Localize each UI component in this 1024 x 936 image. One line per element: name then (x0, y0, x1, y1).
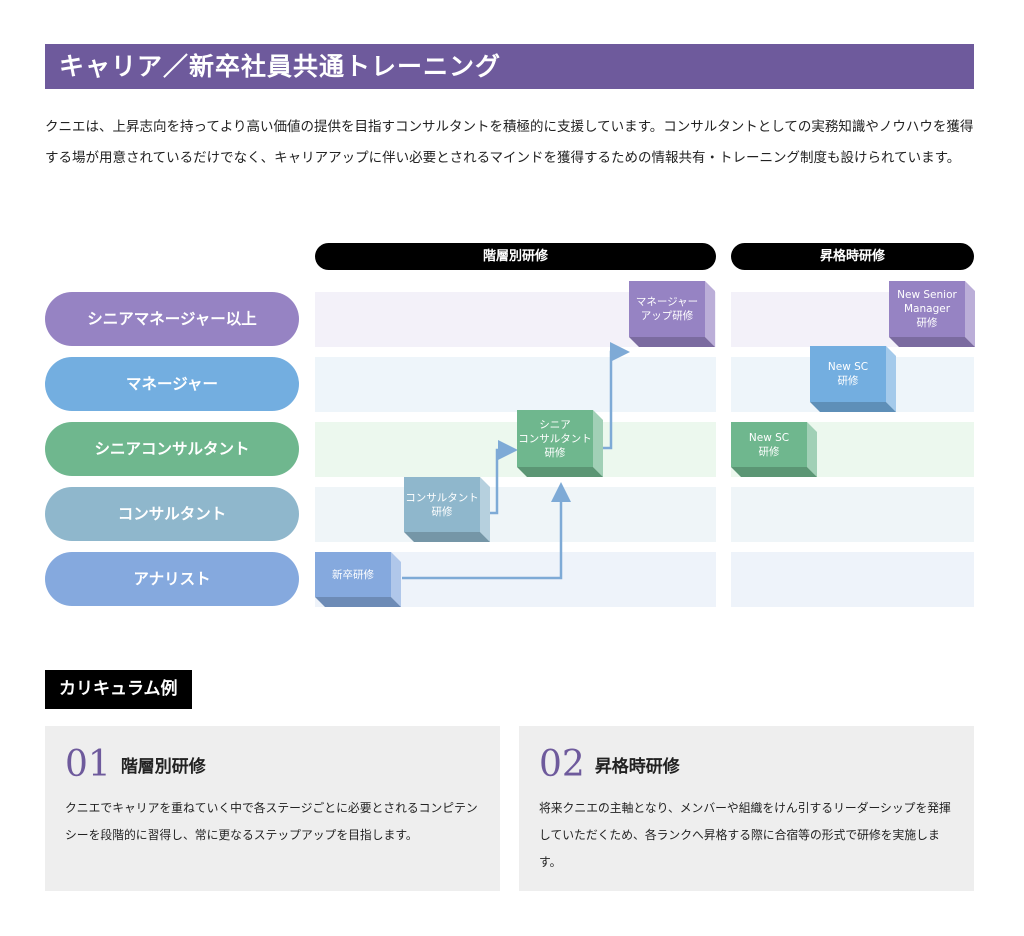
rank-pill-3: コンサルタント (45, 487, 299, 541)
promotion-training-block-1: New SC 研修 (810, 346, 896, 412)
layer-training-block-0: 新卒研修 (315, 552, 401, 607)
arrow-analyst-to-senior-consultant (402, 482, 571, 580)
block-side (480, 477, 490, 542)
curriculum-card-01: 01 階層別研修 クニエでキャリアを重ねていく中で各ステージごとに必要とされるコン… (45, 726, 500, 891)
training-label: マネージャー アップ研修 (629, 281, 705, 337)
layer-training-block-2: シニア コンサルタント 研修 (517, 410, 603, 477)
training-label: コンサルタント 研修 (404, 477, 480, 532)
block-side (391, 552, 401, 607)
card-number: 02 (539, 744, 585, 785)
promotion-training-block-2: New Senior Manager 研修 (889, 281, 975, 347)
card-body: クニエでキャリアを重ねていく中で各ステージごとに必要とされるコンピテンシーを段階… (65, 801, 478, 842)
block-bottom (629, 337, 715, 347)
promotion-training-block-0: New SC 研修 (731, 422, 817, 477)
block-side (807, 422, 817, 477)
block-side (965, 281, 975, 347)
card-number: 01 (65, 744, 111, 785)
curriculum-card-02: 02 昇格時研修 将来クニエの主軸となり、メンバーや組織をけん引するリーダーシップ… (519, 726, 974, 891)
arrow-consultant-to-senior-consultant (490, 440, 518, 515)
block-bottom (517, 467, 603, 477)
training-label: 新卒研修 (315, 552, 391, 597)
block-side (886, 346, 896, 412)
block-side (705, 281, 715, 347)
block-bottom (731, 467, 817, 477)
rank-pill-1: マネージャー (45, 357, 299, 411)
layer-lane-3 (315, 487, 716, 542)
block-bottom (889, 337, 975, 347)
rank-pill-0: シニアマネージャー以上 (45, 292, 299, 346)
rank-pill-2: シニアコンサルタント (45, 422, 299, 476)
curriculum-tag: カリキュラム例 (45, 670, 192, 709)
card-title: 階層別研修 (120, 757, 206, 777)
card-title: 昇格時研修 (594, 757, 680, 777)
promotion-lane-4 (731, 552, 974, 607)
rank-pill-4: アナリスト (45, 552, 299, 606)
block-bottom (315, 597, 401, 607)
block-bottom (404, 532, 490, 542)
layer-training-block-3: マネージャー アップ研修 (629, 281, 715, 347)
layer-training-block-1: コンサルタント 研修 (404, 477, 490, 542)
arrow-senior-consultant-to-manager (603, 342, 630, 450)
page-title: キャリア／新卒社員共通トレーニング (45, 44, 974, 89)
training-label: New SC 研修 (731, 422, 807, 467)
training-label: シニア コンサルタント 研修 (517, 410, 593, 467)
block-side (593, 410, 603, 477)
block-bottom (810, 402, 896, 412)
header-promotion-training: 昇格時研修 (731, 243, 974, 270)
card-body: 将来クニエの主軸となり、メンバーや組織をけん引するリーダーシップを発揮していただ… (539, 801, 951, 869)
training-label: New Senior Manager 研修 (889, 281, 965, 337)
layer-lane-1 (315, 357, 716, 412)
header-layer-training: 階層別研修 (315, 243, 716, 270)
training-label: New SC 研修 (810, 346, 886, 402)
intro-text: クニエは、上昇志向を持ってより高い価値の提供を目指すコンサルタントを積極的に支援… (45, 119, 974, 166)
promotion-lane-3 (731, 487, 974, 542)
